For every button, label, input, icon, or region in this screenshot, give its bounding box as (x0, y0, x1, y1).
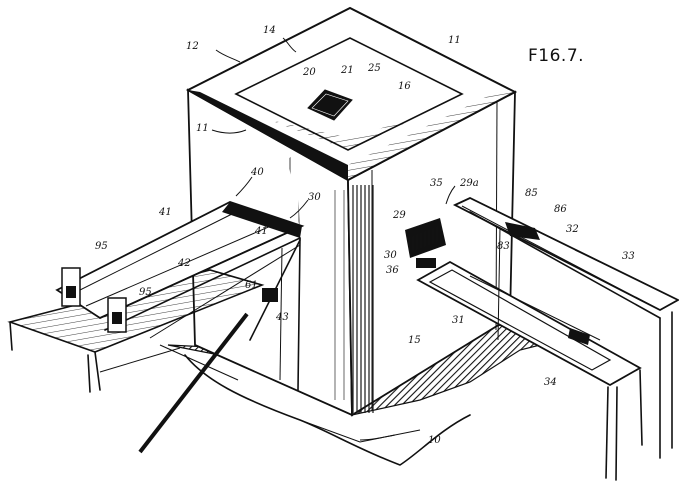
label-61: 61 (245, 280, 258, 291)
label-11-side: 11 (196, 123, 209, 134)
label-86: 86 (554, 204, 567, 215)
label-15: 15 (408, 335, 421, 346)
label-30-right: 30 (384, 250, 397, 261)
label-10: 10 (428, 435, 441, 446)
leader-lines (211, 37, 456, 441)
label-36: 36 (386, 265, 399, 276)
label-42: 42 (177, 258, 191, 269)
label-29: 29 (392, 210, 406, 221)
label-95-lower: 95 (139, 287, 152, 298)
label-14: 14 (263, 25, 276, 36)
label-33: 33 (622, 251, 635, 262)
label-16: 16 (398, 81, 411, 92)
label-35: 35 (430, 178, 443, 189)
label-40: 40 (250, 167, 264, 178)
label-83: 83 (497, 241, 510, 252)
label-12: 12 (186, 41, 199, 52)
label-43: 43 (275, 312, 289, 323)
figure-label: F16.7. (528, 46, 584, 66)
label-20: 20 (302, 67, 316, 78)
label-25: 25 (367, 63, 381, 74)
label-95-upper: 95 (95, 241, 108, 252)
right-track-assembly (405, 197, 679, 481)
part-labels: 14 11 12 20 21 25 16 11 40 41 30 41 42 9… (95, 25, 635, 446)
label-34: 34 (544, 377, 557, 388)
label-31: 31 (452, 315, 465, 326)
label-32: 32 (566, 224, 579, 235)
label-29a: 29a (459, 178, 479, 189)
tower-top (185, 6, 518, 182)
label-11-top: 11 (448, 35, 461, 46)
label-41-upper: 41 (158, 207, 172, 218)
label-30-left: 30 (308, 192, 321, 203)
label-85: 85 (525, 188, 538, 199)
label-41-lower: 41 (254, 226, 268, 237)
left-track-assembly (7, 201, 305, 454)
label-21: 21 (340, 65, 354, 76)
